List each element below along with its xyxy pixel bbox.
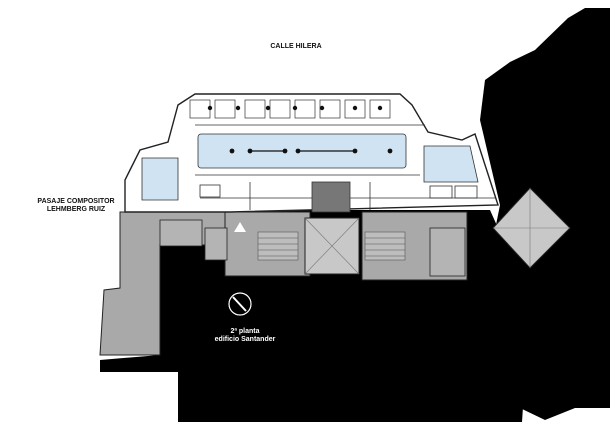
entrance-triangle-icon — [234, 222, 246, 232]
label-street-left-2: LEHMBERG RUIZ — [47, 206, 106, 213]
label-floor-2: edificio Santander — [215, 336, 276, 343]
office-floor — [124, 93, 499, 213]
label-floor-1: 2ª planta — [230, 328, 259, 335]
meeting-room-right — [423, 145, 479, 183]
meeting-chairs — [229, 148, 393, 154]
existing-building-core — [99, 211, 468, 356]
meeting-room-left — [141, 157, 179, 201]
stair-left — [257, 231, 299, 261]
stair-right — [364, 231, 406, 261]
label-street-top: CALLE HILERA — [270, 43, 321, 50]
light-well — [304, 187, 571, 275]
label-street-left-1: PASAJE COMPOSITOR — [37, 198, 114, 205]
north-arrow-icon — [228, 292, 252, 316]
desks-perimeter — [189, 99, 391, 119]
room-left-2 — [204, 227, 228, 261]
desk-chairs — [207, 105, 383, 111]
light-well-right — [492, 187, 571, 269]
partitions — [195, 124, 495, 213]
room-left-1 — [159, 219, 203, 247]
room-right-1 — [429, 227, 466, 277]
